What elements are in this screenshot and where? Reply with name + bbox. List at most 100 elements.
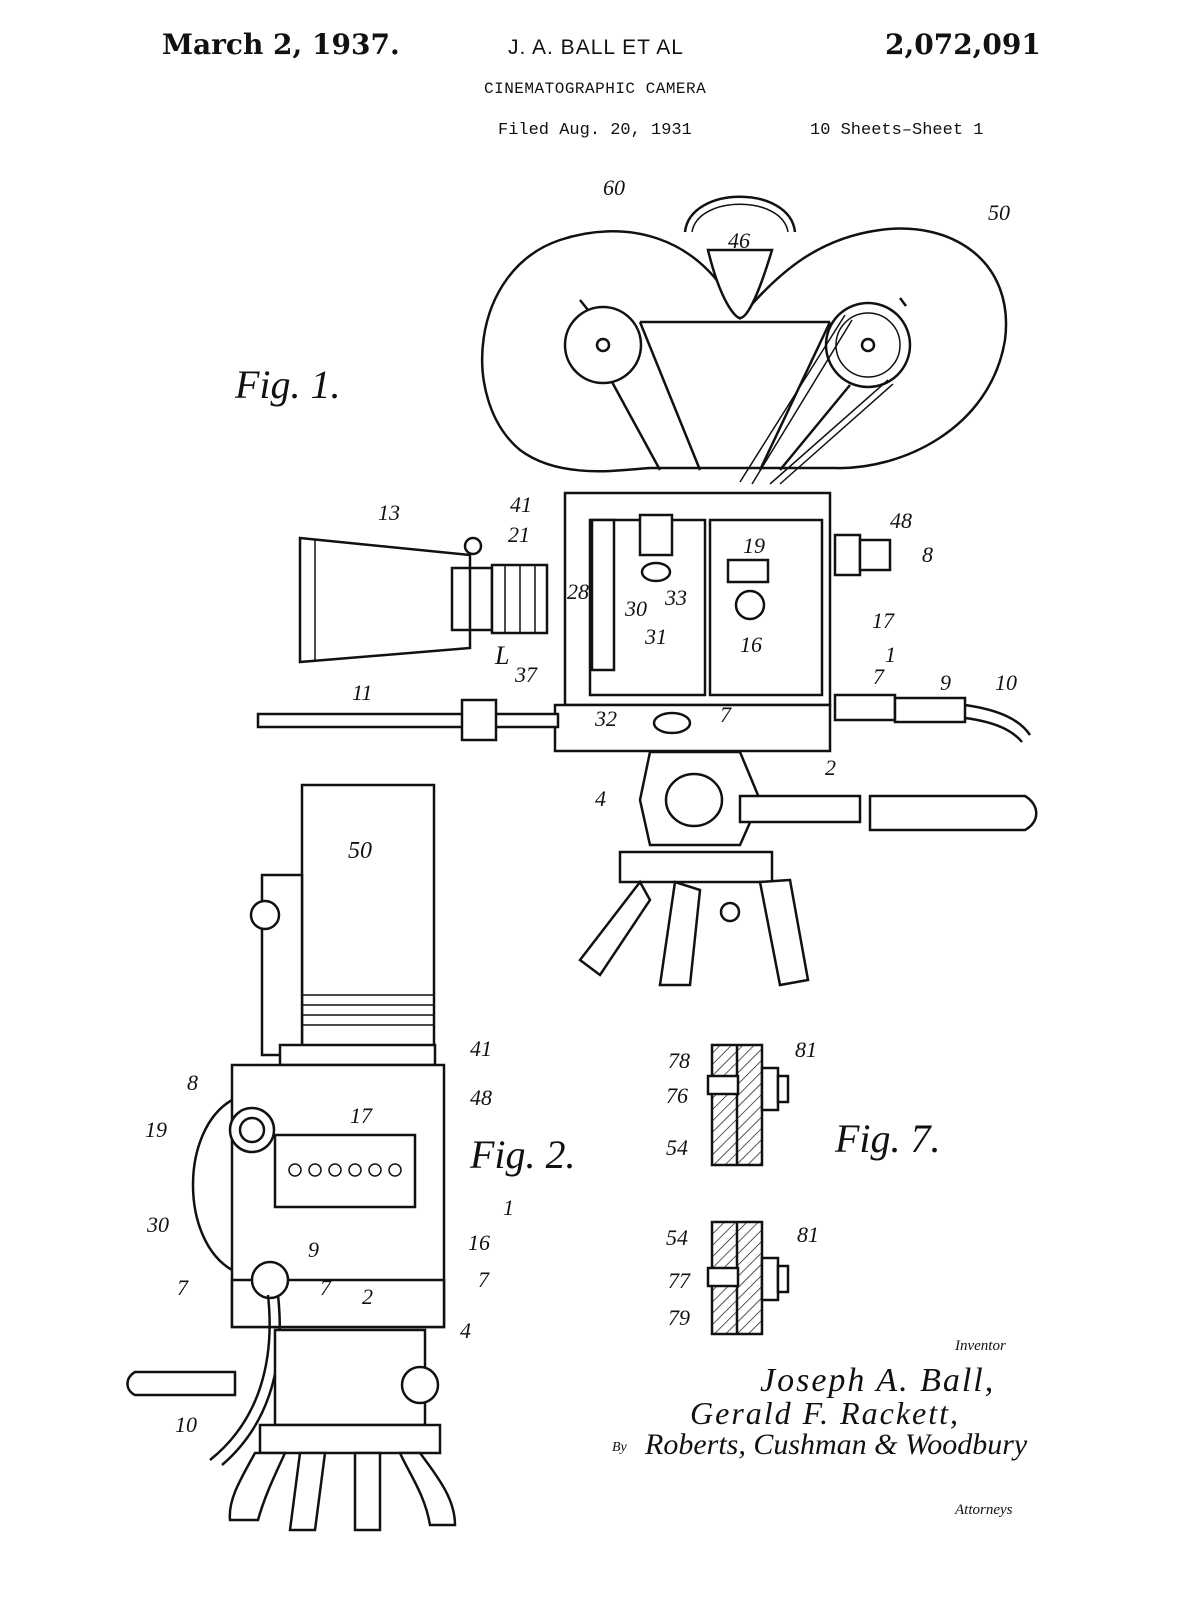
inventor-header: J. A. BALL ET AL — [508, 36, 684, 59]
right-sprocket-pin — [899, 297, 907, 307]
fig7-label: 79 — [668, 1305, 690, 1330]
fig2-label: 41 — [470, 1036, 492, 1061]
fig2-label: 7 — [177, 1275, 189, 1300]
fig2-fitting-8-inner — [238, 1116, 266, 1144]
fig7-lower-nut — [760, 1256, 780, 1302]
film-magazine-outline — [481, 227, 1008, 473]
fig1-label: 46 — [728, 228, 750, 253]
fig1-label: L — [494, 641, 509, 670]
fig7-caption: Fig. 7. — [834, 1116, 941, 1161]
fig2-indicator-2 — [308, 1163, 322, 1177]
fig7-label: 77 — [668, 1268, 691, 1293]
left-sprocket-hub — [595, 337, 611, 353]
fig1-label: 10 — [995, 670, 1017, 695]
side-fitting-48 — [833, 533, 862, 577]
fig7-drawing — [706, 1043, 790, 1336]
fig2-label: 7 — [320, 1275, 332, 1300]
fig2-label: 9 — [308, 1237, 319, 1262]
fig2-label: 48 — [470, 1085, 492, 1110]
fig2-side-panel — [273, 1133, 417, 1209]
pan-head-boss — [664, 772, 724, 828]
fitting-8 — [858, 538, 892, 572]
fig2-drawing — [126, 783, 457, 1532]
fig2-tilt-knob — [400, 1365, 440, 1405]
counter-window — [726, 558, 770, 584]
magazine-handle-inner — [691, 203, 789, 233]
fig7-label: 81 — [797, 1222, 819, 1247]
film-gate-strip — [590, 518, 616, 672]
fig2-label: 1 — [503, 1195, 514, 1220]
fig2-label: 7 — [478, 1267, 490, 1292]
dial-knob — [734, 589, 766, 621]
fig1-label: 9 — [940, 670, 951, 695]
fig7-lower-insert — [706, 1266, 740, 1288]
fig2-indicator-6 — [388, 1163, 402, 1177]
pan-handle-shaft — [738, 794, 862, 824]
fig1-label: 7 — [873, 664, 885, 689]
fig1-label: 21 — [508, 522, 530, 547]
inventor-caption: Inventor — [955, 1338, 1006, 1354]
left-sprocket-pin — [579, 299, 589, 311]
fig2-sprocket — [249, 899, 281, 931]
patent-number: 2,072,091 — [885, 28, 1041, 61]
fig7-upper-insert — [706, 1074, 740, 1096]
by-label: By — [612, 1440, 627, 1455]
door-latch — [638, 513, 674, 557]
fig1-drawing — [256, 195, 1038, 987]
fig1-label: 17 — [872, 608, 895, 633]
fig7-label: 81 — [795, 1037, 817, 1062]
fig7-labels: 78 81 76 54 54 81 77 79 — [666, 1037, 819, 1330]
tripod-head-plate — [618, 850, 774, 884]
fig2-indicator-4 — [348, 1163, 362, 1177]
fig1-label: 50 — [988, 200, 1010, 225]
fig2-leg-left — [228, 1451, 287, 1522]
fig2-fitting-8 — [228, 1106, 276, 1154]
latch-knob — [640, 561, 672, 583]
fig1-label: 2 — [825, 755, 836, 780]
camera-base — [553, 703, 832, 753]
fig1-label: 41 — [510, 492, 532, 517]
patent-title: CINEMATOGRAPHIC CAMERA — [484, 80, 707, 98]
fig1-label: 16 — [740, 632, 762, 657]
inventor-signature-2: Gerald F. Rackett, — [690, 1395, 961, 1431]
fig2-handle — [126, 1370, 237, 1397]
fig1-label: 30 — [624, 596, 647, 621]
fig1-label: 19 — [743, 533, 765, 558]
cable-plug — [893, 696, 967, 724]
fig7-upper-bolt-end — [776, 1074, 790, 1104]
fig1-label: 31 — [644, 624, 667, 649]
fig1-labels: 60 46 50 13 41 21 48 8 19 33 28 30 31 16… — [352, 175, 1017, 811]
fig1-caption: Fig. 1. — [234, 362, 341, 407]
fig2-label: 30 — [146, 1212, 169, 1237]
fig1-label: 8 — [922, 542, 933, 567]
fig2-label: 19 — [145, 1117, 167, 1142]
magazine-support-frame — [610, 320, 851, 471]
left-sprocket — [563, 305, 643, 385]
fig2-door-arc — [191, 1098, 233, 1272]
fig1-label: 11 — [352, 680, 372, 705]
fig2-leg-right — [398, 1451, 457, 1527]
fig2-label: 10 — [175, 1412, 197, 1437]
sheet-count: 10 Sheets–Sheet 1 — [810, 121, 984, 140]
attorneys-caption: Attorneys — [955, 1502, 1013, 1518]
fig7-label: 78 — [668, 1048, 690, 1073]
fig2-connector-9 — [250, 1260, 290, 1300]
rod-clamp — [460, 698, 498, 742]
right-sprocket-hub — [860, 337, 876, 353]
fig2-label: 16 — [468, 1230, 490, 1255]
fig1-label: 60 — [603, 175, 625, 200]
right-sprocket — [824, 301, 912, 389]
fig2-label: 50 — [348, 838, 372, 864]
fig2-magazine — [300, 783, 436, 1049]
fig1-label: 32 — [594, 706, 617, 731]
magazine-center-cusp — [706, 248, 774, 320]
fig1-label: 37 — [514, 662, 538, 687]
fig1-label: 4 — [595, 786, 606, 811]
fig7-label: 76 — [666, 1083, 688, 1108]
matte-box — [298, 536, 472, 664]
support-rod — [256, 712, 560, 729]
focus-knob — [463, 536, 483, 556]
attorneys-signature: Roberts, Cushman & Woodbury — [645, 1428, 1028, 1461]
fig7-label: 54 — [666, 1225, 688, 1250]
